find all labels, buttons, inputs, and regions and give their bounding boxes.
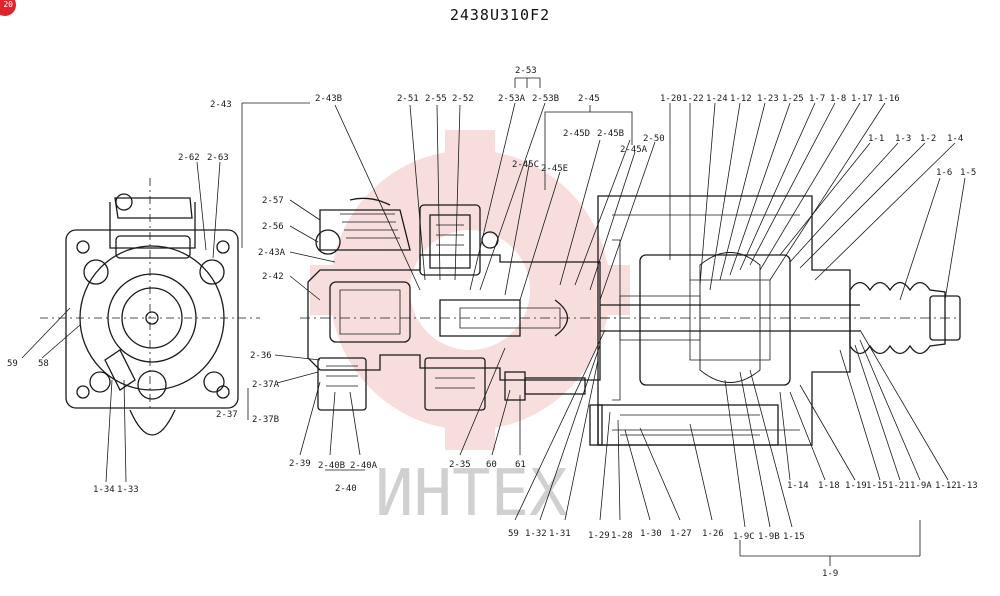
drawing-title: 2438U310F2 [449, 6, 551, 24]
part-labels: 2-53 2-53A 2-53B 2-51 2-55 2-52 2-43 2-4… [7, 66, 978, 579]
label-1-5: 1-5 [960, 168, 976, 178]
label-1-22: 1-22 [682, 94, 704, 104]
label-2-56: 2-56 [262, 222, 284, 232]
label-1-9B: 1-9B [758, 532, 780, 542]
label-1-34: 1-34 [93, 485, 115, 495]
label-2-45A: 2-45A [620, 145, 648, 155]
label-1-12-bottom: 1-12 [935, 481, 957, 491]
label-59-bottom: 59 [508, 529, 519, 539]
label-2-63: 2-63 [207, 153, 229, 163]
label-1-4: 1-4 [947, 134, 963, 144]
label-1-7: 1-7 [809, 94, 825, 104]
page-corner-badge: 20 [0, 0, 16, 16]
watermark-text: ИНТЕХ [375, 457, 568, 531]
label-2-62: 2-62 [178, 153, 200, 163]
label-1-14: 1-14 [787, 481, 809, 491]
label-2-37A: 2-37A [252, 380, 280, 390]
label-1-12-top: 1-12 [730, 94, 752, 104]
leader-lines [21, 77, 966, 566]
label-1-18: 1-18 [818, 481, 840, 491]
label-58: 58 [38, 359, 49, 369]
label-1-19: 1-19 [845, 481, 867, 491]
label-2-55: 2-55 [425, 94, 447, 104]
label-2-43B: 2-43B [315, 94, 342, 104]
label-1-9A: 1-9A [910, 481, 932, 491]
label-59-left: 59 [7, 359, 18, 369]
label-2-51: 2-51 [397, 94, 419, 104]
label-1-8: 1-8 [830, 94, 846, 104]
label-1-25: 1-25 [782, 94, 804, 104]
label-1-15-bottom: 1-15 [783, 532, 805, 542]
label-2-45C: 2-45C [512, 160, 539, 170]
label-1-27: 1-27 [670, 529, 692, 539]
label-1-26: 1-26 [702, 529, 724, 539]
label-2-39: 2-39 [289, 459, 311, 469]
label-2-43: 2-43 [210, 100, 232, 110]
label-1-23: 1-23 [757, 94, 779, 104]
label-1-24: 1-24 [706, 94, 728, 104]
label-2-37B: 2-37B [252, 415, 279, 425]
label-1-13: 1-13 [956, 481, 978, 491]
label-2-35: 2-35 [449, 460, 471, 470]
label-1-3: 1-3 [895, 134, 911, 144]
label-1-1: 1-1 [868, 134, 884, 144]
label-61: 61 [515, 460, 526, 470]
label-2-45D: 2-45D [563, 129, 590, 139]
label-1-2: 1-2 [920, 134, 936, 144]
label-1-32: 1-32 [525, 529, 547, 539]
label-2-45: 2-45 [578, 94, 600, 104]
label-2-42: 2-42 [262, 272, 284, 282]
label-2-52: 2-52 [452, 94, 474, 104]
label-1-29: 1-29 [588, 531, 610, 541]
label-1-17: 1-17 [851, 94, 873, 104]
label-1-21: 1-21 [888, 481, 910, 491]
label-2-37: 2-37 [216, 410, 238, 420]
label-1-28: 1-28 [611, 531, 633, 541]
label-2-45E: 2-45E [541, 164, 568, 174]
label-1-6: 1-6 [936, 168, 952, 178]
label-1-9C: 1-9C [733, 532, 755, 542]
label-2-57: 2-57 [262, 196, 284, 206]
label-2-53: 2-53 [515, 66, 537, 76]
section-view-body [300, 195, 961, 446]
label-2-45B: 2-45B [597, 129, 624, 139]
label-1-9: 1-9 [822, 569, 838, 579]
label-1-15-right: 1-15 [866, 481, 888, 491]
label-2-40: 2-40 [335, 484, 357, 494]
label-2-40A: 2-40A [350, 461, 378, 471]
label-1-16: 1-16 [878, 94, 900, 104]
label-2-53B: 2-53B [532, 94, 559, 104]
label-2-36: 2-36 [250, 351, 272, 361]
label-2-50: 2-50 [643, 134, 665, 144]
label-2-43A: 2-43A [258, 248, 286, 258]
label-60: 60 [486, 460, 497, 470]
label-1-31: 1-31 [549, 529, 571, 539]
label-1-33: 1-33 [117, 485, 139, 495]
label-1-20: 1-20 [660, 94, 682, 104]
label-2-40B: 2-40B [318, 461, 345, 471]
end-view-pump [40, 178, 260, 436]
label-2-53A: 2-53A [498, 94, 526, 104]
label-1-30: 1-30 [640, 529, 662, 539]
